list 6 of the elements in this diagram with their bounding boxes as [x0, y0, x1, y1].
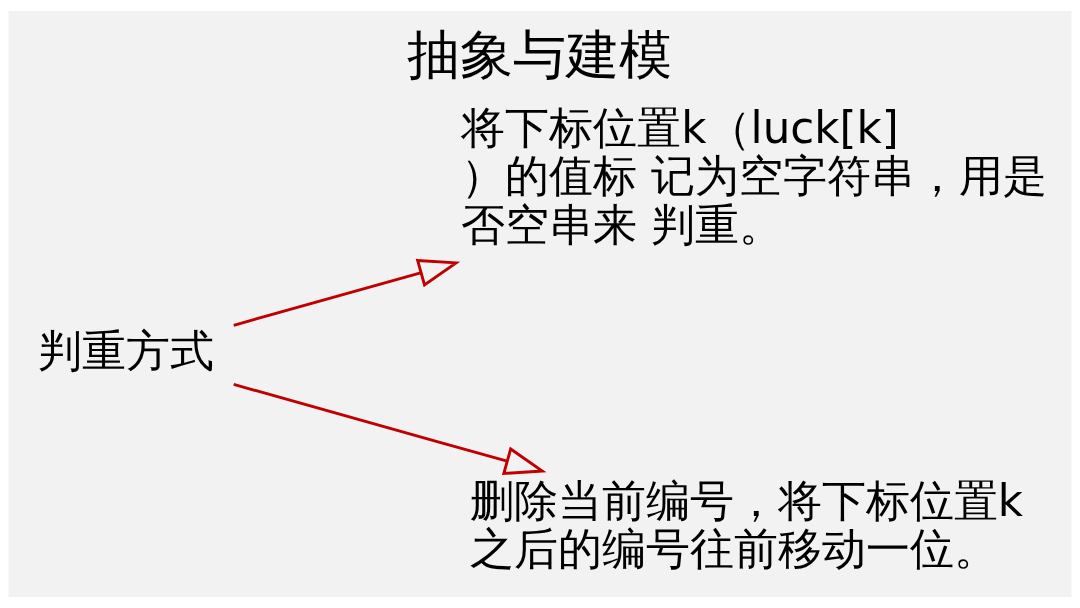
node-text: 将下标位置k（luck[k]）的值标 记为空字符串，用是否空串来 判重。	[461, 102, 1048, 250]
node-text: 判重方式	[37, 325, 214, 376]
arrow	[233, 258, 461, 327]
arrow	[233, 383, 547, 476]
node-text: 删除当前编号，将下标位置k 之后的编号往前移动一位。	[469, 475, 1024, 575]
diagram-title: 抽象与建模	[407, 23, 673, 86]
